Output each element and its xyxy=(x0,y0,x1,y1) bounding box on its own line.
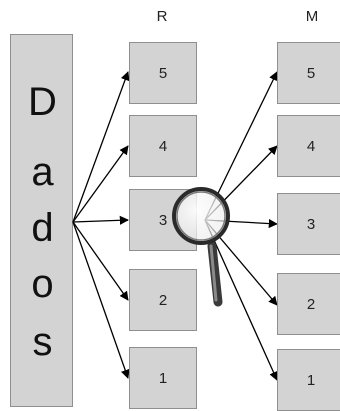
r-box-2: 2 xyxy=(129,269,197,331)
arrow-r3-m1 xyxy=(204,219,278,381)
m-box-2: 2 xyxy=(277,273,340,335)
arrow-dados-r4 xyxy=(72,145,129,223)
dados-letter-3: d xyxy=(31,206,54,250)
dados-letter-2: a xyxy=(31,150,54,194)
r-box-1: 1 xyxy=(129,347,197,409)
arrow-dados-r3 xyxy=(72,215,129,225)
r-box-4: 4 xyxy=(129,115,197,177)
arrow-dados-r1 xyxy=(72,221,130,379)
dados-letter-1: D xyxy=(28,80,57,124)
m-box-4: 4 xyxy=(277,115,340,177)
r-box-5: 5 xyxy=(129,42,197,104)
header-r: R xyxy=(156,8,168,25)
arrow-dados-r5 xyxy=(72,71,130,223)
dados-letter-4: o xyxy=(31,262,54,306)
m-box-1: 1 xyxy=(277,349,340,411)
arrow-dados-r2 xyxy=(72,221,129,301)
dados-letter-5: s xyxy=(32,320,53,364)
magnifying-glass-icon xyxy=(172,187,230,307)
dados-box: D a d o s xyxy=(10,34,73,407)
header-m: M xyxy=(305,8,319,25)
m-box-3: 3 xyxy=(277,193,340,255)
m-box-5: 5 xyxy=(277,42,340,104)
